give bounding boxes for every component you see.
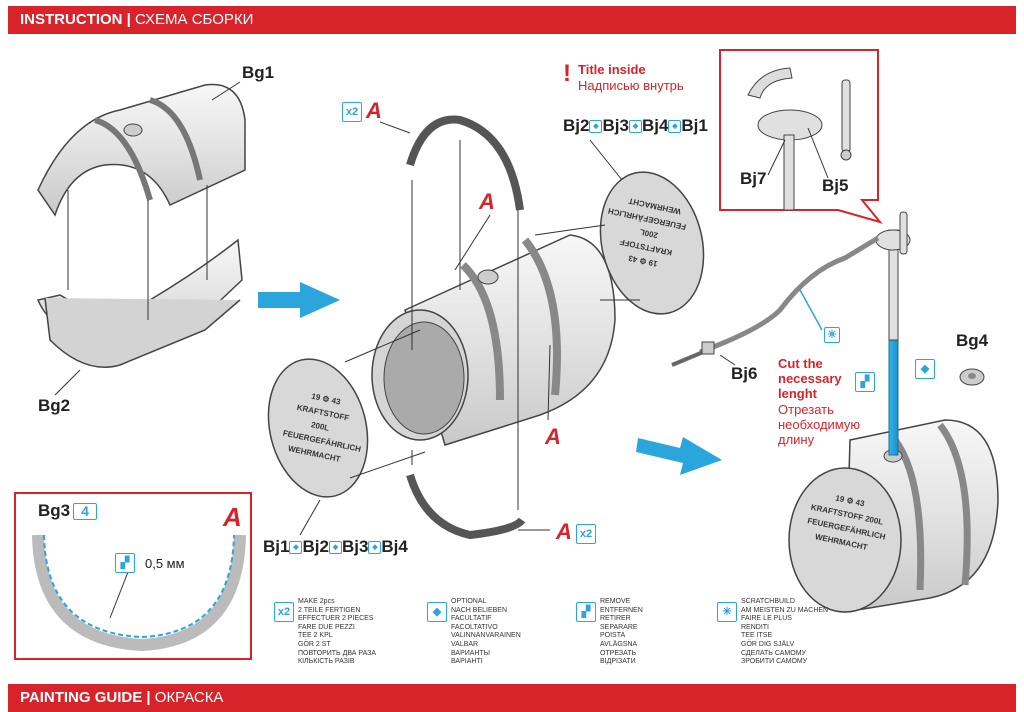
remove-icon: ▞ — [855, 372, 875, 392]
flow-arrow-2 — [636, 437, 722, 475]
legend-scratch-icon: ✳ — [717, 602, 737, 622]
mark-a-detail: A — [223, 502, 242, 532]
lid-parts-bottom: Bj1◆Bj2◆Bj3◆Bj4 — [263, 537, 408, 556]
flow-arrow-1 — [258, 282, 340, 318]
remove-icon-detail: ▞ — [115, 553, 135, 573]
footer-separator: | — [146, 689, 151, 706]
scratchbuild-icon: ✳ — [824, 327, 840, 343]
final-drum — [788, 419, 999, 613]
thickness-label: 0,5 мм — [145, 556, 185, 571]
mark-a-bottom: A — [556, 519, 572, 544]
hose — [699, 235, 880, 355]
lid-parts-top: Bj2◆Bj3◆Bj4◆Bj1 — [563, 116, 708, 135]
label-x4: 4 — [73, 501, 97, 521]
pump-detail — [747, 67, 852, 211]
ring-section — [32, 534, 246, 652]
footer-title-ru: ОКРАСКА — [154, 689, 224, 706]
label-bj5: Bj5 — [822, 176, 849, 195]
label-bj7: Bj7 — [740, 169, 767, 188]
label-bg3: Bg3 — [38, 501, 71, 520]
lid-left — [267, 358, 369, 498]
mark-a-lower: A — [545, 424, 561, 449]
lid-inside-right — [599, 171, 705, 315]
bg2-lower-shell — [36, 238, 243, 368]
mark-a-mid: A — [479, 189, 495, 214]
header-bar: INSTRUCTION | СХЕМА СБОРКИ — [8, 6, 1016, 34]
pump-pipe-cut — [888, 339, 899, 456]
label-bg2: Bg2 — [38, 396, 71, 415]
header-separator: | — [126, 11, 131, 28]
warning-icon: ! — [563, 60, 571, 87]
label-bg1: Bg1 — [242, 63, 275, 82]
notice-title-ru: Надписью внутрь — [578, 78, 684, 93]
header-title-ru: СХЕМА СБОРКИ — [135, 11, 254, 28]
legend-optional-icon: ◆ — [427, 602, 447, 622]
mark-x2-bottom: x2 — [576, 523, 596, 544]
central-drum — [371, 234, 616, 446]
label-bj6: Bj6 — [731, 364, 758, 383]
mark-a-top: A — [366, 98, 382, 123]
notice-title-en: Title inside — [578, 62, 646, 77]
footer-bar: PAINTING GUIDE | ОКРАСКА — [8, 684, 1016, 712]
optional-icon: ◆ — [915, 359, 935, 379]
ring-bottom — [406, 473, 526, 540]
legend-make-icon: x2 — [274, 602, 294, 622]
detail-a-box — [14, 492, 252, 660]
mark-x2-top: x2 — [342, 101, 362, 122]
footer-title-en: PAINTING GUIDE — [20, 689, 143, 706]
label-bg4: Bg4 — [956, 331, 989, 350]
bg1-upper-shell — [37, 83, 246, 217]
ring-top — [406, 115, 524, 211]
header-title-en: INSTRUCTION — [20, 11, 123, 28]
legend-remove-icon: ▞ — [576, 602, 596, 622]
